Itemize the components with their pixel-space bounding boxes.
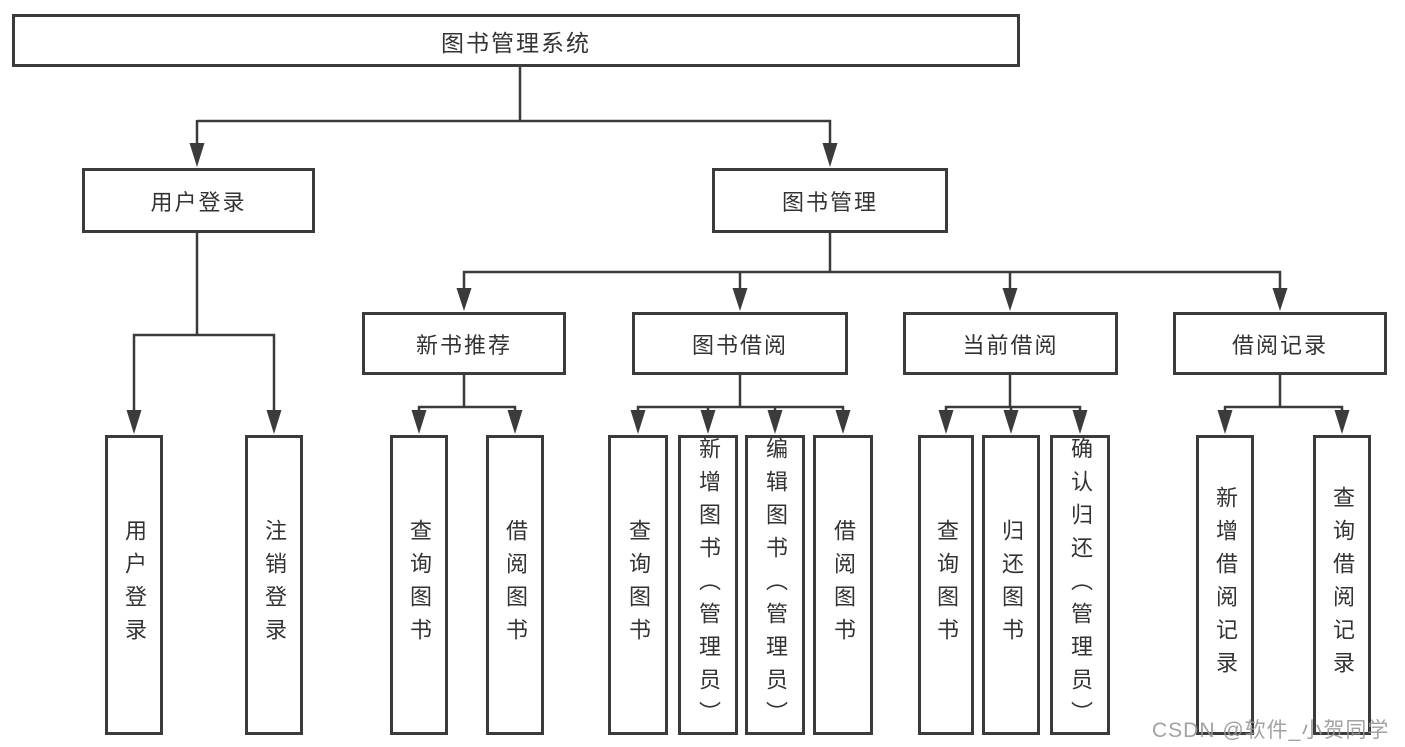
leaf-borrow-book-recommend: 借阅图书 bbox=[486, 435, 544, 735]
leaf-query-book-recommend: 查询图书 bbox=[390, 435, 448, 735]
node-label: 查询借阅记录 bbox=[1330, 486, 1355, 684]
leaf-user-login: 用户登录 bbox=[105, 435, 163, 735]
leaf-add-book-admin: 新增图书（管理员） bbox=[678, 435, 738, 735]
node-label: 借阅图书 bbox=[831, 519, 856, 651]
node-label: 借阅记录 bbox=[1231, 332, 1328, 358]
leaf-query-borrow-record: 查询借阅记录 bbox=[1313, 435, 1371, 735]
leaf-query-book-current: 查询图书 bbox=[918, 435, 974, 735]
node-label: 查询图书 bbox=[934, 519, 959, 651]
node-label: 借阅图书 bbox=[503, 519, 528, 651]
node-current-borrow: 当前借阅 bbox=[903, 312, 1118, 375]
leaf-add-borrow-record: 新增借阅记录 bbox=[1196, 435, 1254, 735]
leaf-query-book-borrow: 查询图书 bbox=[608, 435, 668, 735]
node-label: 图书管理系统 bbox=[441, 29, 591, 56]
leaf-edit-book-admin: 编辑图书（管理员） bbox=[745, 435, 805, 735]
node-borrow-record: 借阅记录 bbox=[1173, 312, 1387, 375]
node-label: 用户登录 bbox=[150, 189, 247, 215]
node-label: 归还图书 bbox=[999, 519, 1024, 651]
leaf-return-book: 归还图书 bbox=[982, 435, 1040, 735]
node-label: 查询图书 bbox=[626, 519, 651, 651]
node-label: 图书管理 bbox=[781, 189, 878, 215]
node-label: 新书推荐 bbox=[415, 332, 512, 358]
node-label: 用户登录 bbox=[122, 519, 147, 651]
node-label: 新增图书（管理员） bbox=[696, 436, 721, 734]
node-new-book-recommend: 新书推荐 bbox=[362, 312, 566, 375]
leaf-confirm-return-admin: 确认归还（管理员） bbox=[1050, 435, 1110, 735]
node-label: 编辑图书（管理员） bbox=[763, 436, 788, 734]
node-label: 查询图书 bbox=[407, 519, 432, 651]
node-label: 新增借阅记录 bbox=[1213, 486, 1238, 684]
leaf-logout: 注销登录 bbox=[245, 435, 303, 735]
node-library-management-system: 图书管理系统 bbox=[12, 14, 1020, 67]
node-book-management: 图书管理 bbox=[712, 168, 948, 233]
node-book-borrow: 图书借阅 bbox=[632, 312, 848, 375]
node-label: 注销登录 bbox=[262, 519, 287, 651]
csdn-watermark: CSDN @软件_小贺同学 bbox=[1152, 719, 1390, 742]
leaf-borrow-book: 借阅图书 bbox=[813, 435, 873, 735]
node-label: 当前借阅 bbox=[962, 332, 1059, 358]
node-label: 确认归还（管理员） bbox=[1068, 436, 1093, 734]
node-user-login: 用户登录 bbox=[82, 168, 315, 233]
node-label: 图书借阅 bbox=[691, 332, 788, 358]
